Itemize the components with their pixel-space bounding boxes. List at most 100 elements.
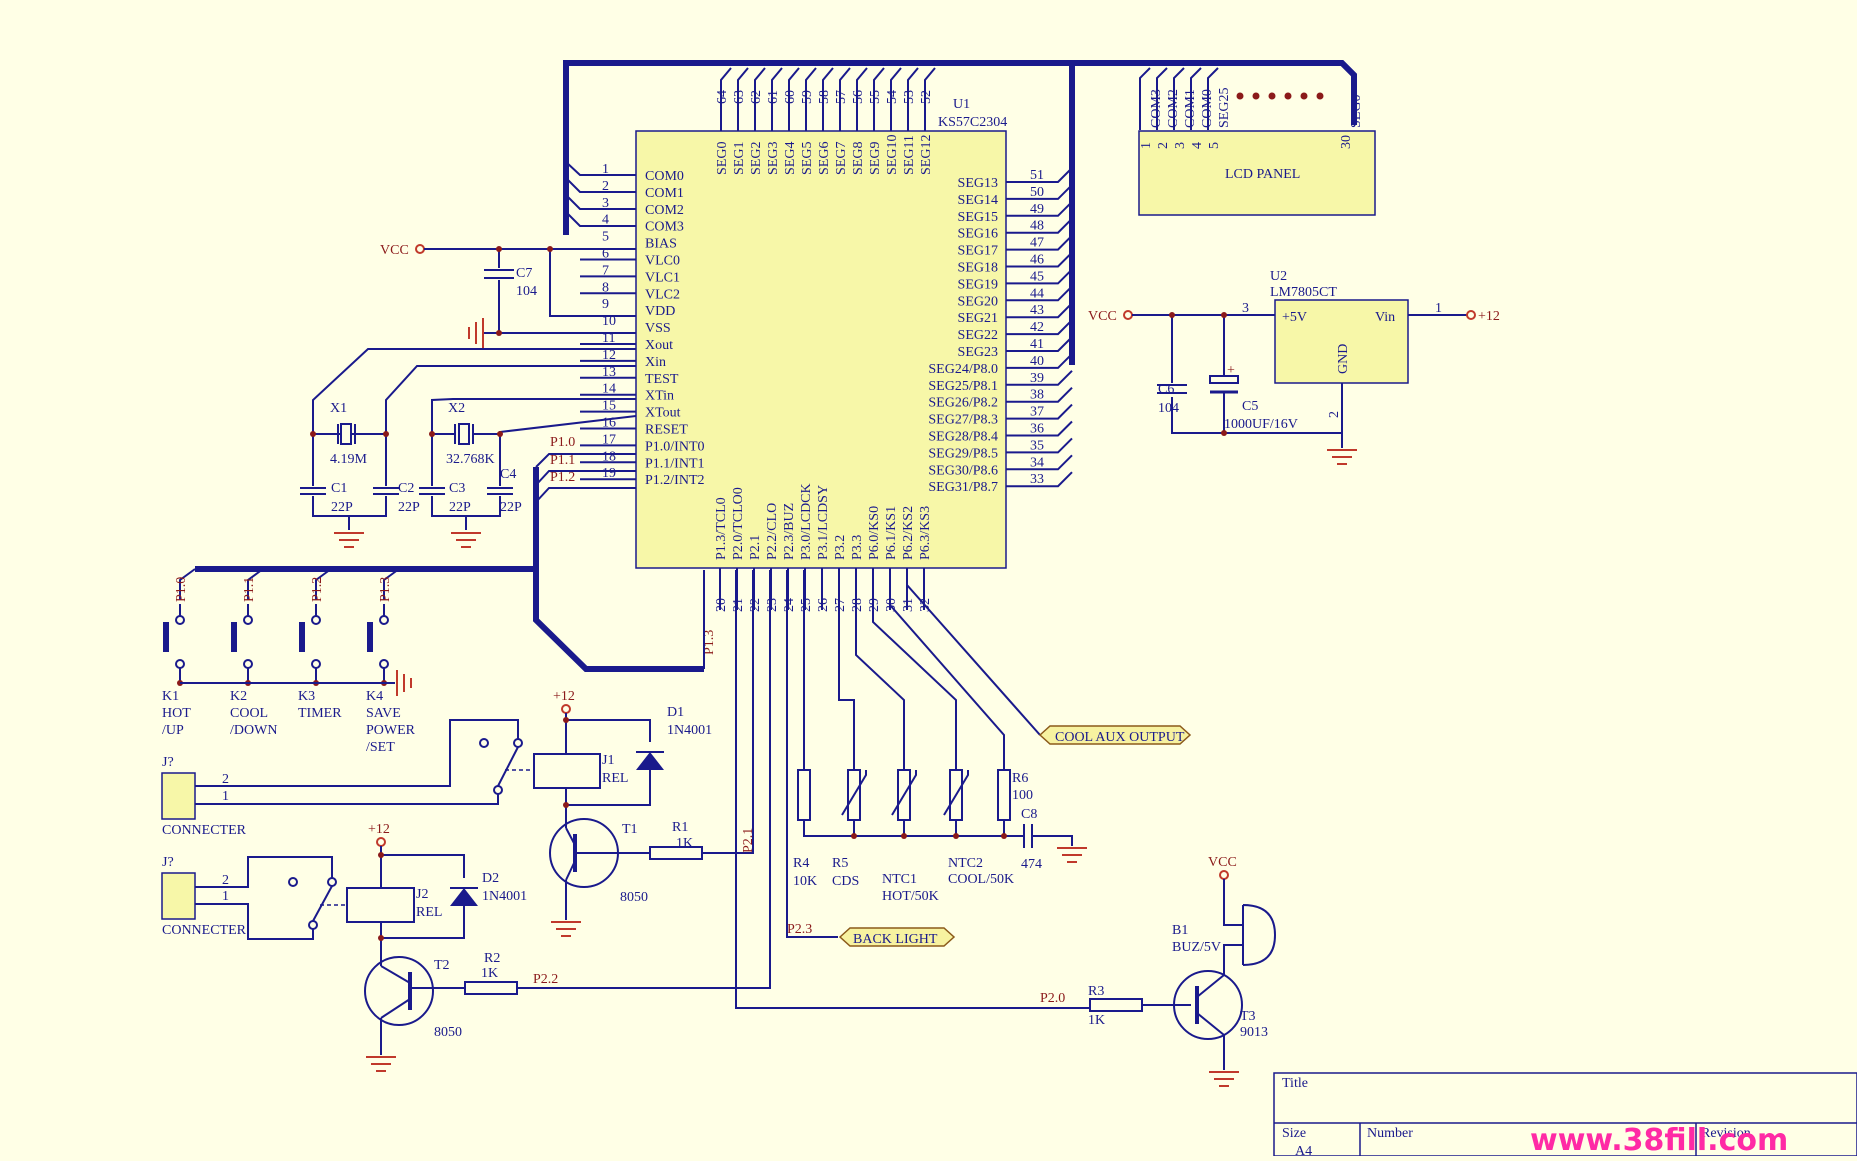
u1-ref: U1 bbox=[953, 97, 970, 112]
net-p20: P2.0 bbox=[1040, 991, 1065, 1006]
u1-pin-num: 18 bbox=[602, 449, 616, 464]
resistor-r3 bbox=[1089, 998, 1143, 1012]
net-p10-chip: P1.0 bbox=[550, 435, 575, 450]
u1-pin-wire bbox=[720, 67, 732, 131]
u1-pin-name: SEG20 bbox=[958, 294, 998, 309]
u1-pin-name-wrap: P6.1/KS1 bbox=[884, 506, 899, 560]
u1-pin-name-wrap: P2.2/CLO bbox=[765, 503, 780, 560]
ground-symbol-c7 bbox=[468, 318, 484, 348]
ntc2-val: COOL/50K bbox=[948, 872, 1014, 887]
title-block-size-val: A4 bbox=[1295, 1144, 1312, 1156]
c8-val: 474 bbox=[1021, 857, 1042, 872]
u1-pin-name: SEG31/P8.7 bbox=[928, 480, 998, 495]
u1-pin-num: 20 bbox=[714, 598, 729, 612]
r4-ref: R4 bbox=[793, 856, 809, 871]
key-label-1: HOT bbox=[162, 706, 191, 721]
key-contact bbox=[243, 615, 253, 625]
lcd-pin-name: COM3 bbox=[1149, 89, 1164, 128]
u1-pin-name: SEG19 bbox=[958, 277, 998, 292]
u1-pin-name: SEG21 bbox=[958, 311, 998, 326]
jx2-pin2: 2 bbox=[222, 873, 229, 888]
ground-symbol-crystal-2 bbox=[451, 532, 481, 548]
r4-val: 10K bbox=[793, 874, 817, 889]
u1-pin-num-wrap: 30 bbox=[884, 598, 899, 612]
u1-pin-num: 14 bbox=[602, 382, 616, 397]
key-contact bbox=[311, 615, 321, 625]
u1-pin-name: P1.0/INT0 bbox=[645, 439, 705, 454]
title-block-title: Title bbox=[1282, 1076, 1308, 1091]
u1-pin-wire bbox=[1006, 201, 1073, 217]
u1-pin-num: 48 bbox=[1030, 219, 1044, 234]
u1-pin-num: 7 bbox=[602, 263, 609, 278]
b1-ref: B1 bbox=[1172, 923, 1188, 938]
ground-symbol-t1 bbox=[551, 921, 581, 937]
u1-pin-name: Xout bbox=[645, 338, 673, 353]
t3-ref: T3 bbox=[1240, 1009, 1256, 1024]
u1-pin-num: 63 bbox=[732, 90, 747, 104]
r1-ref: R1 bbox=[672, 820, 688, 835]
u1-pin-wire bbox=[1006, 386, 1073, 403]
u1-pin-num-wrap: 62 bbox=[749, 90, 764, 104]
j1-ref: J1 bbox=[602, 753, 614, 768]
back-light-port bbox=[838, 927, 956, 947]
x1-ref: X1 bbox=[330, 401, 347, 416]
u1-pin-num: 50 bbox=[1030, 185, 1044, 200]
u1-pin-num: 41 bbox=[1030, 337, 1044, 352]
resistor-r6 bbox=[997, 769, 1011, 821]
u1-pin-num: 11 bbox=[602, 331, 615, 346]
u1-pin-num: 53 bbox=[902, 90, 917, 104]
net-p11-chip: P1.1 bbox=[550, 453, 575, 468]
c6-ref: C6 bbox=[1158, 382, 1174, 397]
u1-pin-name: XTout bbox=[645, 406, 681, 421]
u1-pin-name: P2.1 bbox=[748, 535, 763, 560]
u1-pin-wire bbox=[924, 67, 936, 131]
relay-j1-driver: J? CONNECTER 2 1 J1 REL +12 D1 1N4001 R bbox=[161, 689, 740, 937]
key-wire bbox=[247, 568, 264, 600]
u1-pin-wire bbox=[754, 67, 766, 131]
u1-pin-num: 42 bbox=[1030, 320, 1044, 335]
u1-pin-num-wrap: 61 bbox=[766, 90, 781, 104]
p12-label-j1: +12 bbox=[553, 689, 575, 704]
u1-pin-name: SEG14 bbox=[958, 193, 998, 208]
u1-pin-wire bbox=[1006, 353, 1073, 369]
u1-pin-name-wrap: SEG2 bbox=[749, 142, 764, 175]
u1-pin-name: SEG23 bbox=[958, 345, 998, 360]
u1-pin-num: 19 bbox=[602, 466, 616, 481]
u2-in: +5V bbox=[1282, 310, 1307, 325]
u1-pin-num: 1 bbox=[602, 162, 609, 177]
lcd-last-pin-name: SEG0 bbox=[1349, 95, 1364, 128]
u1-pin-name: SEG6 bbox=[817, 142, 832, 175]
u1-pin-name: SEG25/P8.1 bbox=[928, 379, 998, 394]
u1-body bbox=[635, 130, 1007, 569]
u1-pin-name: XTin bbox=[645, 389, 674, 404]
c2-ref: C2 bbox=[398, 481, 414, 496]
u1-pin-name: SEG22 bbox=[958, 328, 998, 343]
u1-pin-num: 5 bbox=[602, 230, 609, 245]
u1-pin-name: VDD bbox=[645, 304, 675, 319]
key-net-label-wrap: P1.0 bbox=[174, 577, 189, 602]
r6-val: 100 bbox=[1012, 788, 1033, 803]
u1-pin-num: 46 bbox=[1030, 253, 1044, 268]
u1-pin-name: P6.3/KS3 bbox=[918, 506, 933, 560]
bottom-routing: P2.1 P2.3 BACK LIGHT P2.0 COOL AUX OUTPU… bbox=[703, 570, 1192, 1009]
u1-pin-name-wrap: SEG6 bbox=[817, 142, 832, 175]
u1-pin-num: 25 bbox=[799, 598, 814, 612]
u1-pin-num-wrap: 56 bbox=[851, 90, 866, 104]
u1-pin-name: COM2 bbox=[645, 203, 684, 218]
crystal-network: X1 4.19M X2 32.768K C1 22P C2 22P C3 22P… bbox=[300, 348, 637, 548]
key-ref: K2 bbox=[230, 689, 247, 704]
t1-val: 8050 bbox=[620, 890, 648, 905]
u1-pin-wire bbox=[839, 67, 851, 131]
lcd-pin-name: COM1 bbox=[1183, 89, 1198, 128]
u1-pin-num: 58 bbox=[817, 90, 832, 104]
u1-pin-wire bbox=[1006, 403, 1073, 420]
u1-pin-wire bbox=[737, 67, 749, 131]
u1-pin-name-wrap: P2.1 bbox=[748, 535, 763, 560]
u1-pin-name: P2.2/CLO bbox=[765, 503, 780, 560]
u1-pin-num: 55 bbox=[868, 90, 883, 104]
u1-pin-num-wrap: 28 bbox=[850, 598, 865, 612]
jx1-pin2: 2 bbox=[222, 772, 229, 787]
r5-ref: R5 bbox=[832, 856, 848, 871]
